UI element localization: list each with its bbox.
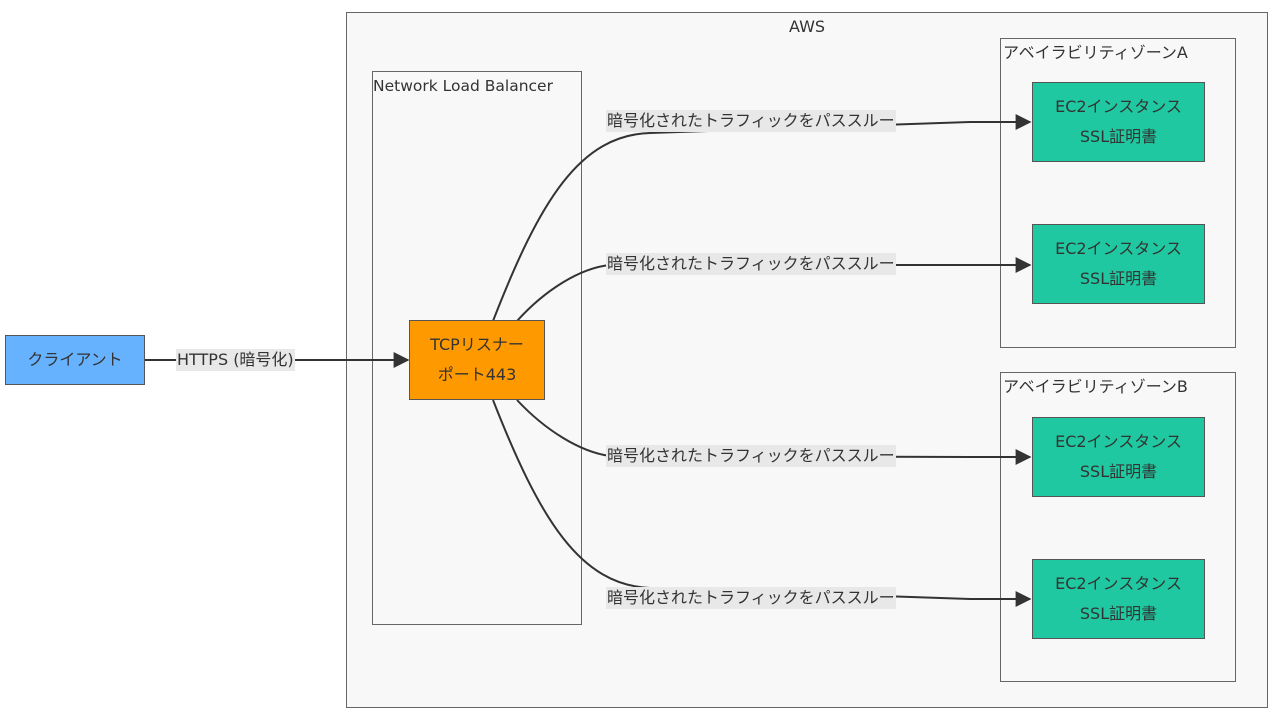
edge-label-https: HTTPS (暗号化) [176, 349, 295, 371]
ec2-line1: EC2インスタンス [1055, 574, 1182, 593]
tcp-listener-node[interactable]: TCPリスナー ポート443 [409, 320, 545, 400]
nlb-cluster [372, 71, 582, 625]
az-b-cluster-label: アベイラビリティゾーンB [1003, 377, 1188, 396]
edge-label-passthrough-3: 暗号化されたトラフィックをパススルー [606, 445, 896, 467]
az-a-cluster-label: アベイラビリティゾーンA [1003, 43, 1188, 62]
ec2-line1: EC2インスタンス [1055, 97, 1182, 116]
client-node[interactable]: クライアント [5, 335, 145, 385]
ec2-line1: EC2インスタンス [1055, 432, 1182, 451]
ec2-line2: SSL証明書 [1079, 269, 1158, 288]
listener-line1: TCPリスナー [430, 335, 524, 354]
listener-line2: ポート443 [437, 365, 517, 384]
ec2-instance-node[interactable]: EC2インスタンス SSL証明書 [1032, 224, 1205, 304]
aws-cluster-label: AWS [789, 17, 826, 36]
edge-listener-to-ec2-1 [492, 114, 1032, 322]
edge-label-passthrough-4: 暗号化されたトラフィックをパススルー [606, 587, 896, 609]
edge-label-passthrough-1: 暗号化されたトラフィックをパススルー [606, 110, 896, 132]
ec2-instance-node[interactable]: EC2インスタンス SSL証明書 [1032, 559, 1205, 639]
ec2-instance-node[interactable]: EC2インスタンス SSL証明書 [1032, 82, 1205, 162]
ec2-line2: SSL証明書 [1079, 604, 1158, 623]
ec2-line2: SSL証明書 [1079, 462, 1158, 481]
ec2-line1: EC2インスタンス [1055, 239, 1182, 258]
ec2-line2: SSL証明書 [1079, 127, 1158, 146]
nlb-cluster-label: Network Load Balancer [373, 77, 553, 95]
edge-listener-to-ec2-4 [492, 399, 1032, 607]
client-node-label: クライアント [27, 350, 123, 369]
ec2-instance-node[interactable]: EC2インスタンス SSL証明書 [1032, 417, 1205, 497]
edge-label-passthrough-2: 暗号化されたトラフィックをパススルー [606, 253, 896, 275]
